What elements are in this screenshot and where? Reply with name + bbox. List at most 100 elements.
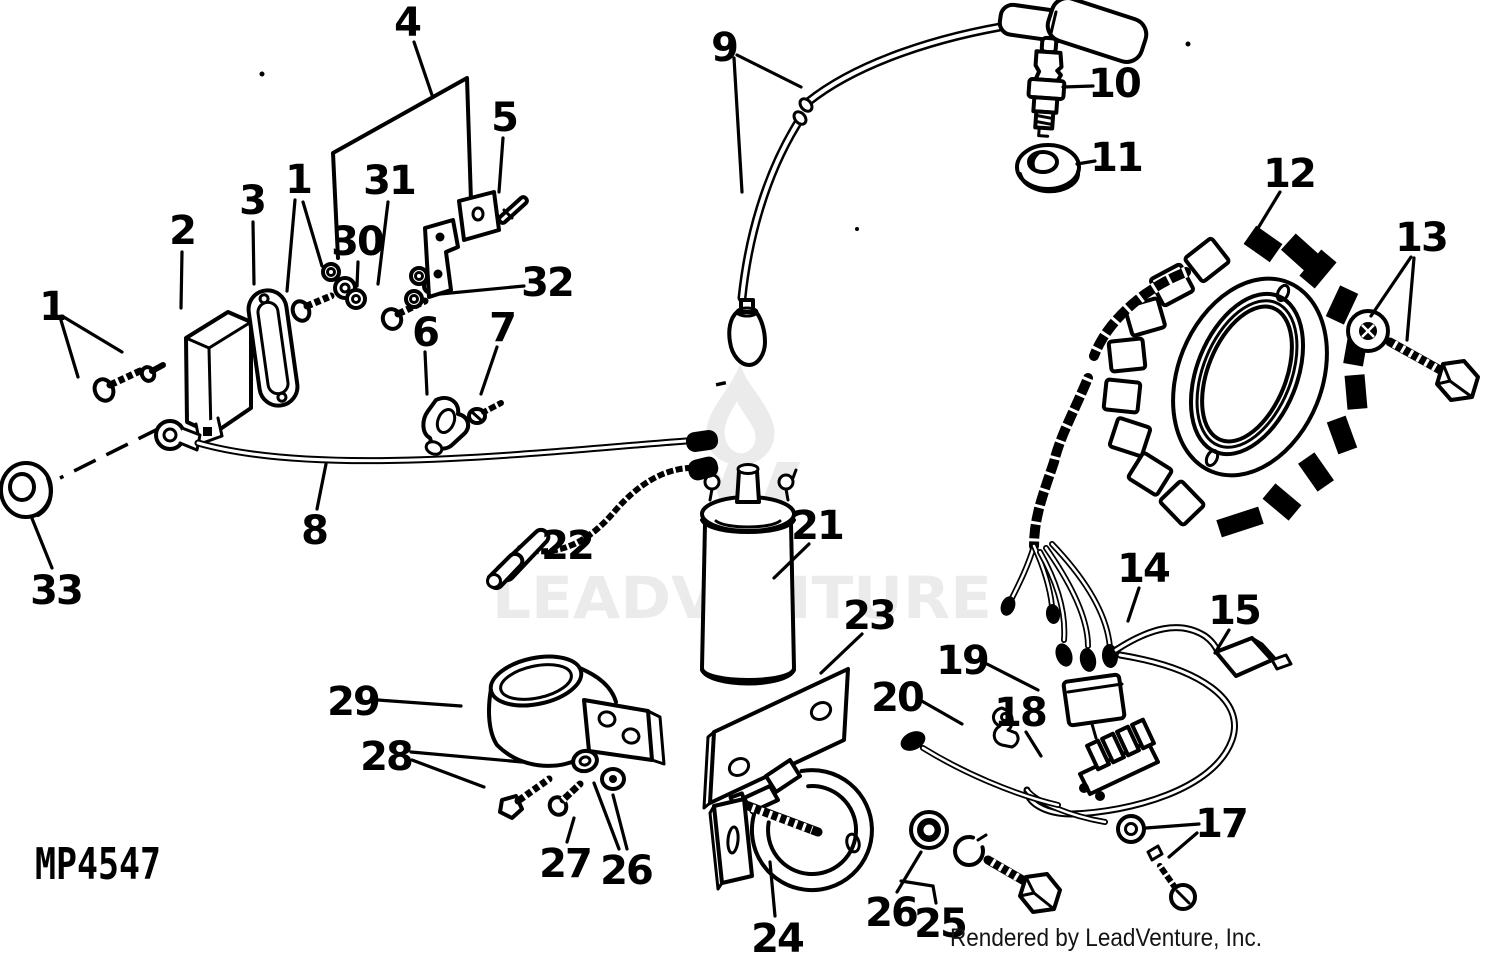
rectifier xyxy=(1078,717,1160,801)
bullet-connector xyxy=(900,731,926,751)
leader-line-9 xyxy=(732,56,744,194)
leader-line-13 xyxy=(1405,256,1416,342)
bullet-connector xyxy=(1000,596,1016,616)
leader-line-17 xyxy=(1167,831,1199,859)
wiring-harness xyxy=(1023,624,1238,825)
bullet-connector xyxy=(687,456,719,481)
stator-cable xyxy=(1000,266,1191,672)
part-number-9: 9 xyxy=(711,25,737,71)
part-number-27: 27 xyxy=(539,841,591,887)
pin xyxy=(497,195,529,225)
bullet-connector xyxy=(1045,604,1061,624)
part-number-31: 31 xyxy=(363,158,415,204)
part-number-7: 7 xyxy=(489,305,515,351)
part-number-14: 14 xyxy=(1117,546,1169,592)
part-number-24: 24 xyxy=(751,916,803,959)
washer xyxy=(571,748,599,774)
bullet-connector xyxy=(685,430,719,452)
mounting-plate xyxy=(331,76,473,260)
grommet xyxy=(0,461,53,519)
gasket xyxy=(246,288,300,408)
rendered-credit: Rendered by LeadVenture, Inc. xyxy=(950,924,1262,952)
part-number-13: 13 xyxy=(1395,215,1447,261)
leader-line-9 xyxy=(735,53,803,89)
part-number-12: 12 xyxy=(1263,151,1315,197)
leader-line-2 xyxy=(179,250,184,310)
lock-washer xyxy=(953,833,988,867)
washer xyxy=(1346,309,1390,353)
scan-speck xyxy=(855,227,859,231)
engine-clamp xyxy=(708,758,874,893)
leader-line-19 xyxy=(985,662,1040,692)
leader-line-32 xyxy=(438,284,526,296)
washer xyxy=(909,810,949,850)
bolt xyxy=(92,362,166,403)
leader-line-21 xyxy=(772,542,811,580)
part-number-15: 15 xyxy=(1208,588,1260,634)
leader-line-1-left xyxy=(58,315,80,379)
screw xyxy=(467,399,504,425)
screw xyxy=(547,780,584,817)
leader-line-26-right xyxy=(895,850,923,894)
scan-speck xyxy=(259,71,265,77)
stator xyxy=(1101,225,1369,538)
leader-line-26-left xyxy=(592,781,621,851)
screw xyxy=(290,292,335,323)
coil-bracket xyxy=(423,190,501,299)
leader-line-6 xyxy=(423,350,429,396)
leader-line-1-left xyxy=(60,314,124,354)
part-number-25: 25 xyxy=(914,901,966,947)
ground-wire xyxy=(900,731,1061,808)
part-number-5: 5 xyxy=(491,95,517,141)
part-number-26-left: 26 xyxy=(600,848,652,894)
spark-plug-boot xyxy=(997,0,1149,64)
spark-plug xyxy=(1026,35,1067,138)
leader-line-4 xyxy=(412,40,434,97)
part-number-22: 22 xyxy=(541,523,593,569)
drawing-number: MP4547 xyxy=(35,839,161,890)
leader-line-20 xyxy=(918,698,964,726)
part-number-8: 8 xyxy=(301,508,327,554)
mount-plate xyxy=(702,667,850,810)
leader-line-23 xyxy=(819,632,864,675)
leader-line-25 xyxy=(899,879,938,905)
part-number-30: 30 xyxy=(331,219,383,265)
relay-box xyxy=(1061,672,1127,740)
bolt xyxy=(1385,337,1480,402)
bolt xyxy=(983,855,1062,914)
part-number-10: 10 xyxy=(1088,61,1140,107)
screw xyxy=(1146,844,1197,911)
clip xyxy=(992,706,1020,749)
leader-line-31 xyxy=(376,200,390,286)
coil-terminal xyxy=(777,473,795,491)
ignition-coil xyxy=(700,463,798,686)
part-number-28: 28 xyxy=(360,734,412,780)
spark-plug-wire xyxy=(727,19,1023,367)
part-number-33: 33 xyxy=(30,568,82,614)
leader-line-13 xyxy=(1369,255,1413,318)
wire-clamp xyxy=(421,395,471,456)
leader-line-30 xyxy=(355,260,360,288)
nut xyxy=(600,767,626,791)
part-number-4: 4 xyxy=(394,0,420,46)
part-number-21: 21 xyxy=(791,503,843,549)
leader-line-14 xyxy=(1126,586,1141,623)
part-number-19: 19 xyxy=(936,638,988,684)
ignitor-module xyxy=(184,310,253,446)
bullet-connector xyxy=(1079,648,1097,672)
part-number-29: 29 xyxy=(327,679,379,725)
leader-line-12 xyxy=(1247,190,1282,245)
washer xyxy=(321,262,367,310)
part-number-2: 2 xyxy=(169,208,195,254)
flame-icon-inner xyxy=(724,401,756,454)
part-number-17: 17 xyxy=(1195,801,1247,847)
leader-line-7 xyxy=(479,345,499,396)
leader-line-1-top xyxy=(301,200,324,268)
part-number-32: 32 xyxy=(521,260,573,306)
leader-line-10 xyxy=(1061,84,1095,89)
ground-lead xyxy=(154,419,719,465)
leader-line-28 xyxy=(410,758,486,789)
